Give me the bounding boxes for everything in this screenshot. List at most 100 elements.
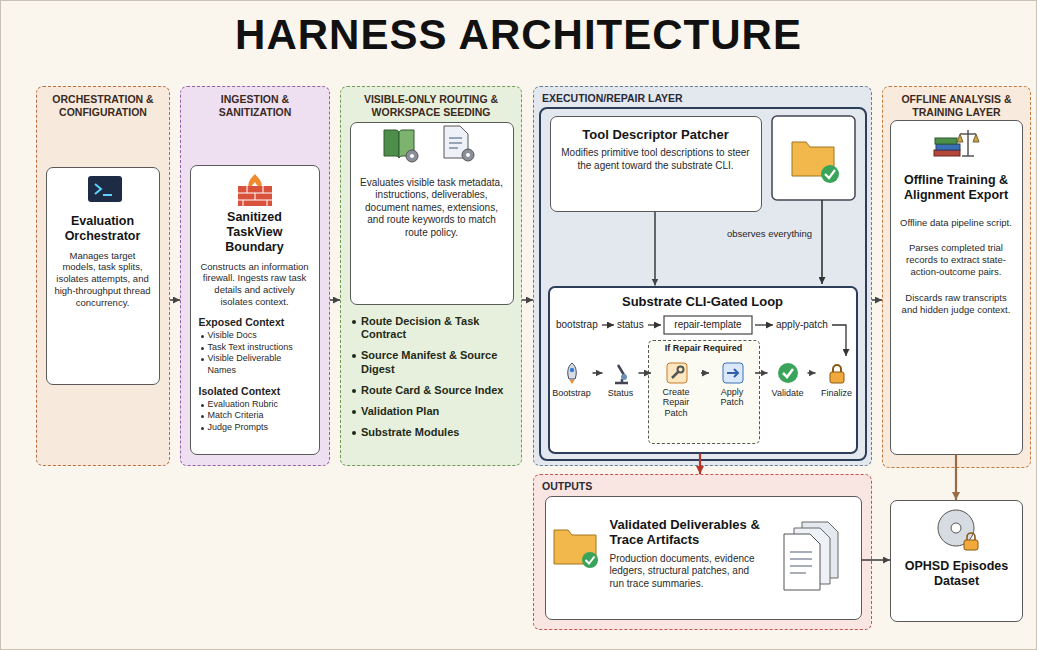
- list-item: Visible Deliverable Names: [199, 353, 311, 376]
- box-body: Constructs an information firewall. Inge…: [199, 261, 311, 309]
- drawing-shape: [621, 374, 627, 380]
- drawing-shape: [755, 324, 773, 325]
- drawing-shape: [783, 369, 793, 377]
- list-item: Route Decision & Task Contract: [351, 315, 513, 341]
- process-box: Evaluation OrchestratorManages target mo…: [46, 167, 160, 385]
- drawing-shape: [678, 367, 684, 373]
- step-label: Create Repair Patch: [651, 387, 701, 418]
- drawing-shape: [938, 510, 974, 546]
- band-heading: OFFLINE ANALYSIS & TRAINING LAYER: [889, 93, 1024, 118]
- drawing-shape: [449, 138, 462, 148]
- step-label: Validate: [768, 388, 808, 398]
- box-title: Tool Descriptor Patcher: [561, 127, 751, 143]
- band-heading: OUTPUTS: [542, 480, 863, 493]
- drawing-shape: [568, 363, 576, 379]
- band-heading: ORCHESTRATION & CONFIGURATION: [43, 93, 163, 118]
- flow-arrow: [755, 372, 768, 374]
- command-arrows: [602, 316, 846, 356]
- sub-heading: Isolated Context: [199, 385, 311, 397]
- step-label: Finalize: [816, 388, 858, 398]
- drawing-shape: [410, 154, 414, 158]
- band-heading: INGESTION & SANITIZATION: [187, 93, 323, 118]
- drawing-shape: [727, 369, 738, 377]
- diagram-title: HARNESS ARCHITECTURE: [0, 12, 1037, 58]
- box-body: Offline data pipeline script.: [899, 217, 1014, 229]
- drawing-shape: [792, 142, 834, 176]
- box-title: Evaluation Orchestrator: [54, 214, 152, 244]
- list-item: Source Manifest & Source Digest: [351, 349, 513, 375]
- drawing-shape: [444, 126, 468, 158]
- drawing-shape: [936, 144, 960, 150]
- step-label: Status: [603, 388, 639, 398]
- sub-heading: Exposed Context: [199, 316, 311, 328]
- command-label: bootstrap: [556, 319, 600, 331]
- terminal-icon: [88, 176, 122, 202]
- lock-icon: [830, 365, 844, 383]
- drawing-shape: [466, 153, 470, 157]
- microscope-icon: [615, 365, 628, 383]
- disk-icon: [938, 510, 978, 550]
- step-node: Finalize: [816, 358, 858, 408]
- drawing-shape: [833, 365, 841, 372]
- drawing-shape: [830, 372, 844, 383]
- drawing-shape: [602, 324, 614, 325]
- flow-arrow: [639, 372, 652, 374]
- box-body: Evaluates visible task metadata, instruc…: [360, 177, 504, 240]
- process-box: Tool Descriptor PatcherModifies primitiv…: [550, 116, 762, 212]
- bullet-list: Route Decision & Task ContractSource Man…: [351, 315, 513, 447]
- list-item: Validation Plan: [351, 405, 513, 418]
- layer-band: OFFLINE ANALYSIS & TRAINING LAYEROffline…: [882, 86, 1031, 468]
- flow-arrow: [654, 212, 656, 286]
- drawing-shape: [238, 186, 272, 206]
- drawing-shape: [821, 165, 839, 183]
- box-title: Sanitized TaskView Boundary: [199, 210, 311, 255]
- layer-band: EXECUTION/REPAIR LAYERTool Descriptor Pa…: [533, 86, 872, 466]
- flow-arrow: [872, 299, 882, 301]
- drawing-shape: [935, 138, 957, 144]
- output-band: OUTPUTS Validated Deliverables & Trace Ar…: [533, 474, 872, 630]
- process-box: Evaluates visible task metadata, instruc…: [350, 122, 514, 305]
- list-item: Route Card & Source Index: [351, 384, 513, 397]
- folder-icon: [554, 530, 598, 568]
- drawing-shape: [934, 150, 960, 156]
- check-icon: [778, 363, 798, 383]
- box-title: OPHSD Episodes Dataset: [897, 559, 1016, 589]
- drawing-shape: [772, 116, 855, 200]
- drawing-shape: [406, 150, 418, 162]
- box-body: Production documents, evidence ledgers, …: [610, 553, 761, 591]
- rocket-icon: [568, 363, 576, 384]
- drawing-shape: [554, 530, 596, 564]
- drawing-shape: [88, 176, 122, 202]
- drawing-shape: [967, 533, 975, 540]
- drawing-shape: [821, 200, 823, 284]
- book-icon: [384, 130, 418, 162]
- drawing-shape: [832, 325, 846, 356]
- firewall-icon: [238, 174, 272, 206]
- drawing-shape: [399, 130, 414, 158]
- box-title: Substrate CLI-Gated Loop: [556, 294, 850, 310]
- drawing-shape: [964, 540, 978, 550]
- layer-band: ORCHESTRATION & CONFIGURATION Evaluation …: [36, 86, 170, 466]
- list-item: Task Text instructions: [199, 342, 311, 354]
- annotation: observes everything: [712, 228, 812, 240]
- step-node: Create Repair Patch: [651, 357, 701, 418]
- output-box: Validated Deliverables & Trace Artifacts…: [545, 496, 862, 620]
- box-title: Offline Training & Alignment Export: [899, 173, 1014, 203]
- drawing-shape: [570, 368, 574, 372]
- documents-icon: [784, 522, 838, 590]
- books-icon: [934, 130, 979, 156]
- list-item: Evaluation Rubric: [199, 399, 311, 411]
- process-box: Offline Training & Alignment ExportOffli…: [890, 120, 1023, 455]
- drawing-shape: [103, 194, 112, 196]
- layer-band: VISIBLE-ONLY ROUTING & WORKSPACE SEEDING…: [340, 86, 522, 466]
- loop-box: Substrate CLI-Gated LoopBootstrapStatusI…: [548, 286, 858, 454]
- process-box: Sanitized TaskView BoundaryConstructs an…: [190, 165, 320, 455]
- drawing-shape: [802, 522, 838, 578]
- command-label: repair-template: [664, 319, 752, 331]
- drawing-shape: [648, 324, 661, 325]
- flow-arrow: [330, 299, 340, 301]
